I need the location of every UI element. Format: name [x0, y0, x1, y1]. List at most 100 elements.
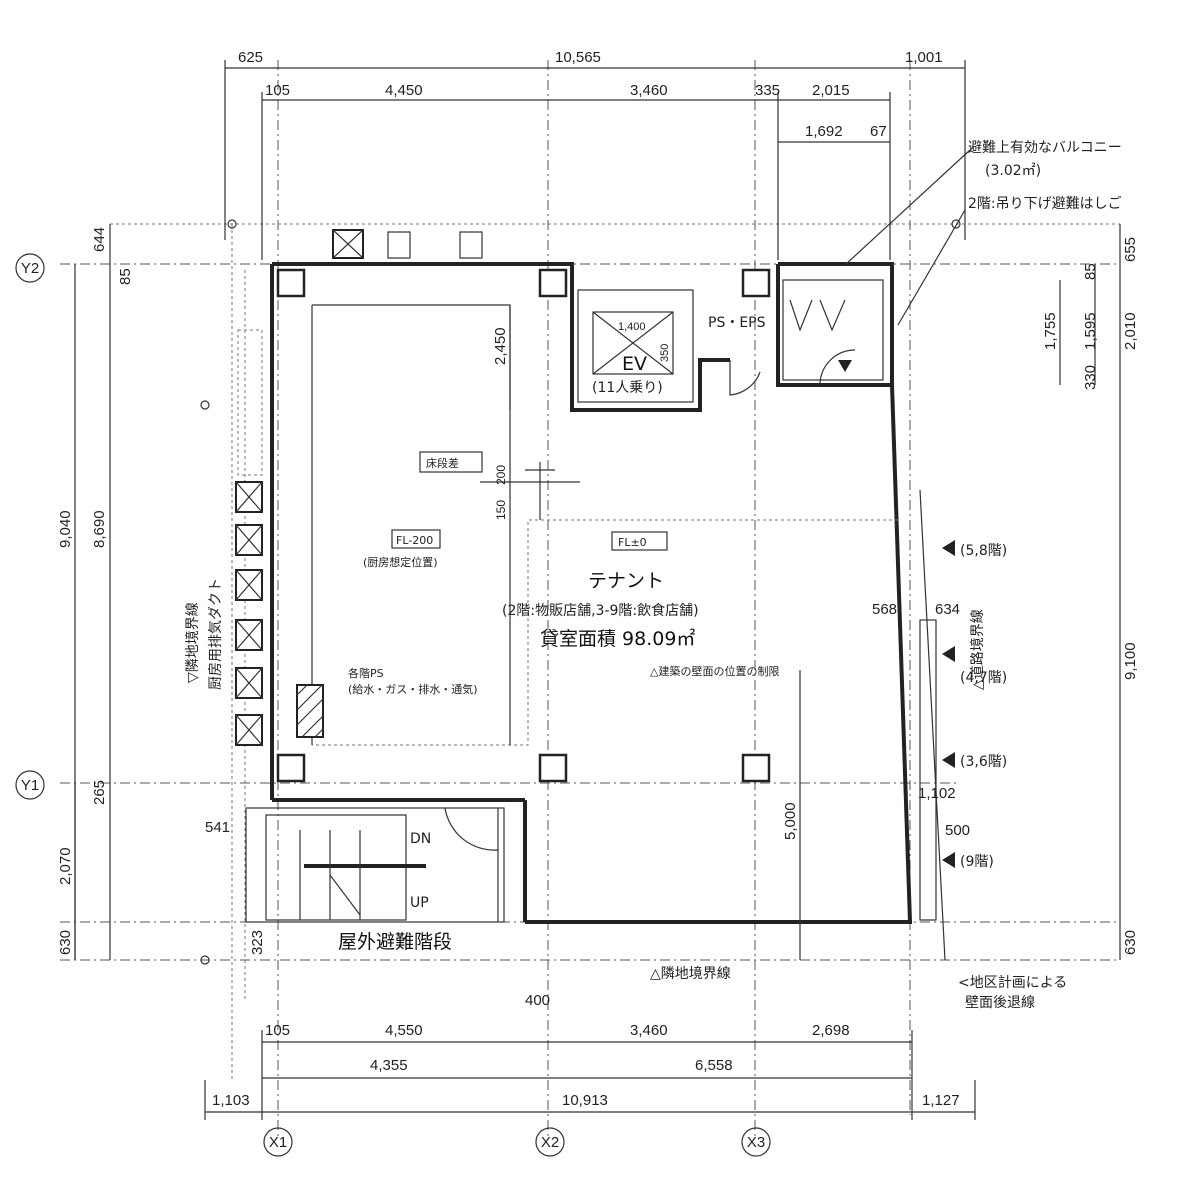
- label-floor-step: 床段差: [426, 456, 459, 470]
- dim-top-1001: 1,001: [905, 49, 943, 66]
- top-ducts: [332, 229, 483, 259]
- kitchen-exhaust-ducts: [235, 329, 263, 746]
- dim-right-9100: 9,100: [1122, 642, 1139, 680]
- dim-bottom-10913: 10,913: [562, 1092, 608, 1109]
- label-ps-each: 各階PS: [348, 666, 384, 680]
- label-floor-36: (3,6階): [960, 754, 1007, 770]
- grid-label-y2: Y2: [15, 253, 45, 283]
- dim-top-625: 625: [238, 49, 263, 66]
- dim-2450: 2,450: [492, 327, 509, 365]
- dim-top-3460: 3,460: [630, 82, 668, 99]
- dim-bottom-105: 105: [265, 1022, 290, 1039]
- label-balcony-area: (3.02㎡): [985, 163, 1041, 179]
- dim-left-2070: 2,070: [57, 847, 74, 885]
- label-setback: △建築の壁面の位置の制限: [650, 664, 779, 678]
- grid-label-x2: X2: [535, 1127, 565, 1157]
- balcony: [782, 149, 971, 386]
- building-walls: [270, 262, 912, 924]
- label-boundary-right: △道路境界線: [970, 609, 986, 690]
- dim-right-500: 500: [945, 822, 970, 839]
- dim-top-10565: 10,565: [555, 49, 601, 66]
- dim-bottom-6558: 6,558: [695, 1057, 733, 1074]
- label-ev: EV: [622, 353, 647, 375]
- dim-left-85: 85: [117, 268, 134, 285]
- structural-columns: [276, 268, 771, 783]
- right-side-markers: [919, 489, 955, 961]
- dim-top-335: 335: [755, 82, 780, 99]
- dim-right-85: 85: [1082, 263, 1099, 280]
- dimension-lines-left: [74, 224, 111, 960]
- grid-label-y1: Y1: [15, 770, 45, 800]
- floor-step-marker: [419, 451, 580, 520]
- dim-top-1692: 1,692: [805, 123, 843, 140]
- label-fl-200-note: (厨房想定位置): [363, 555, 438, 569]
- dim-right-330: 330: [1082, 365, 1099, 390]
- dim-top-2015: 2,015: [812, 82, 850, 99]
- dim-ev-350: 350: [659, 344, 671, 362]
- ps-shaft-hatch: [296, 684, 324, 738]
- label-outdoor-stair: 屋外避難階段: [338, 931, 452, 953]
- dim-top-4450: 4,450: [385, 82, 423, 99]
- label-fl-200: FL-200: [396, 534, 433, 547]
- label-stair-dn: DN: [410, 831, 431, 847]
- label-ladder: 2階:吊り下げ避難はしご: [968, 196, 1122, 212]
- dim-left-541: 541: [205, 819, 230, 836]
- dimension-lines-top: [224, 60, 966, 260]
- dim-150: 150: [494, 500, 508, 520]
- dim-left-323: 323: [249, 930, 266, 955]
- label-floor-9: (9階): [960, 854, 994, 870]
- dim-bottom-4550: 4,550: [385, 1022, 423, 1039]
- fl-0-box: [611, 531, 668, 551]
- grid-label-x3: X3: [741, 1127, 771, 1157]
- label-tenant-area: 貸室面積 98.09㎡: [540, 627, 695, 650]
- dim-bottom-1127: 1,127: [922, 1092, 960, 1109]
- grid-label-y1-text: Y1: [21, 777, 39, 794]
- kitchen-area: [311, 304, 900, 746]
- dim-right-568: 568: [872, 601, 897, 618]
- label-ps-eps: PS・EPS: [708, 315, 766, 331]
- dimension-lines-right: [1059, 224, 1121, 960]
- dim-left-8690: 8,690: [91, 510, 108, 548]
- grid-label-x3-text: X3: [747, 1134, 765, 1151]
- label-floor-47: (4,7階): [960, 670, 1007, 686]
- grid-label-x1-text: X1: [269, 1134, 287, 1151]
- label-floor-58: (5,8階): [960, 543, 1007, 559]
- door-ps-eps: [729, 360, 761, 396]
- dim-right-1102: 1,102: [918, 785, 956, 802]
- dim-left-265: 265: [91, 780, 108, 805]
- dim-bottom-4355: 4,355: [370, 1057, 408, 1074]
- dim-top-67: 67: [870, 123, 887, 140]
- dim-right-634: 634: [935, 601, 960, 618]
- label-ps-each-note: (給水・ガス・排水・通気): [348, 682, 478, 696]
- dim-ev-1400: 1,400: [618, 321, 646, 333]
- dim-bottom-3460: 3,460: [630, 1022, 668, 1039]
- dim-right-1595: 1,595: [1082, 312, 1099, 350]
- dimension-lines-bottom: [204, 1030, 976, 1120]
- dim-200: 200: [494, 465, 508, 485]
- label-balcony: 避難上有効なバルコニー: [968, 140, 1122, 156]
- label-fl-0: FL±0: [618, 536, 647, 549]
- label-stair-up: UP: [410, 895, 429, 911]
- grid-label-y2-text: Y2: [21, 260, 39, 277]
- label-kitchen-duct: 厨房用排気ダクト: [208, 578, 224, 690]
- reference-markers: [200, 219, 961, 965]
- dim-bottom-400: 400: [525, 992, 550, 1009]
- label-tenant: テナント: [588, 570, 664, 592]
- dim-top-105: 105: [265, 82, 290, 99]
- label-plan-note-1: <地区計画による: [958, 975, 1067, 991]
- dim-right-2010: 2,010: [1122, 312, 1139, 350]
- dim-left-644: 644: [91, 227, 108, 252]
- dim-left-9040: 9,040: [57, 510, 74, 548]
- elevator-shaft: [577, 289, 694, 403]
- dim-right-655: 655: [1122, 237, 1139, 262]
- label-plan-note-2: 壁面後退線: [965, 995, 1035, 1011]
- dim-bottom-1103: 1,103: [212, 1092, 250, 1109]
- grid-label-x1: X1: [263, 1127, 293, 1157]
- dim-bottom-2698: 2,698: [812, 1022, 850, 1039]
- outdoor-stair: [245, 807, 505, 923]
- fl-200-box: [391, 529, 441, 549]
- dim-left-630: 630: [57, 930, 74, 955]
- label-boundary-left: ▽隣地境界線: [185, 602, 201, 683]
- dim-right-1755: 1,755: [1042, 312, 1059, 350]
